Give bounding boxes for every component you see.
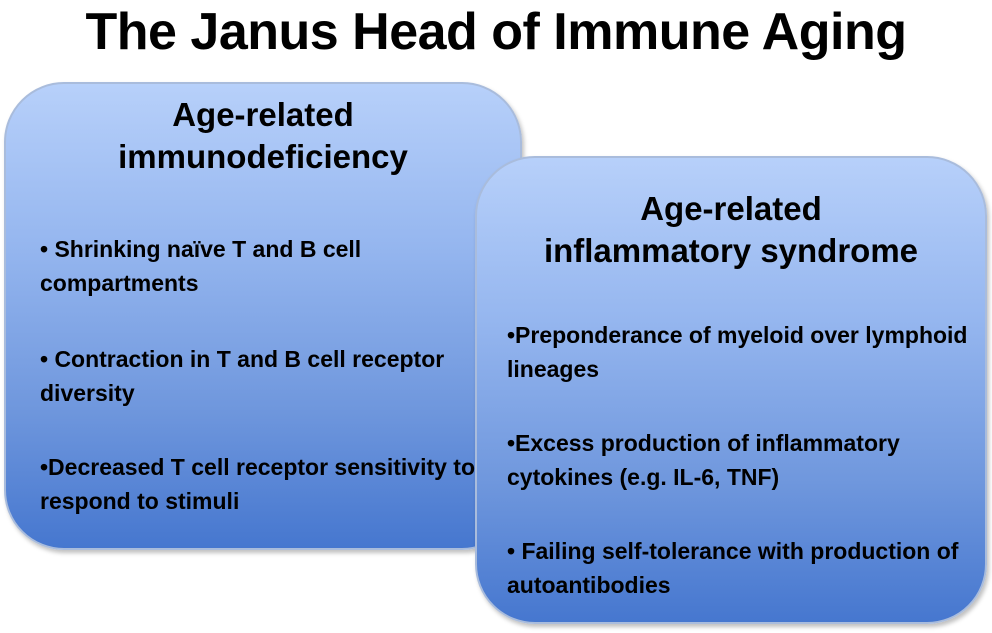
immunodeficiency-bullet-3: •Decreased T cell receptor sensitivity t… <box>40 454 476 514</box>
immunodeficiency-panel: Age-related immunodeficiency • Shrinking… <box>4 82 522 550</box>
inflammatory-heading-line1: Age-related <box>640 190 822 227</box>
immunodeficiency-bullet-2: • Contraction in T and B cell receptor d… <box>40 346 445 406</box>
inflammatory-panel: Age-related inflammatory syndrome •Prepo… <box>475 156 987 624</box>
immunodeficiency-bullet-1: • Shrinking naïve T and B cell compartme… <box>40 236 362 296</box>
inflammatory-bullet-3: • Failing self-tolerance with production… <box>507 538 959 598</box>
immunodeficiency-heading: Age-related immunodeficiency <box>6 94 520 178</box>
inflammatory-heading-line2: inflammatory syndrome <box>543 232 919 269</box>
diagram-title: The Janus Head of Immune Aging <box>85 3 907 61</box>
inflammatory-heading: Age-related inflammatory syndrome <box>477 188 985 272</box>
inflammatory-bullet-1: •Preponderance of myeloid over lymphoid … <box>507 322 968 382</box>
inflammatory-bullet-2: •Excess production of inflammatory cytok… <box>507 430 900 490</box>
immunodeficiency-heading-line1: Age-related <box>172 96 354 133</box>
immunodeficiency-heading-line2: immunodeficiency <box>118 138 408 175</box>
